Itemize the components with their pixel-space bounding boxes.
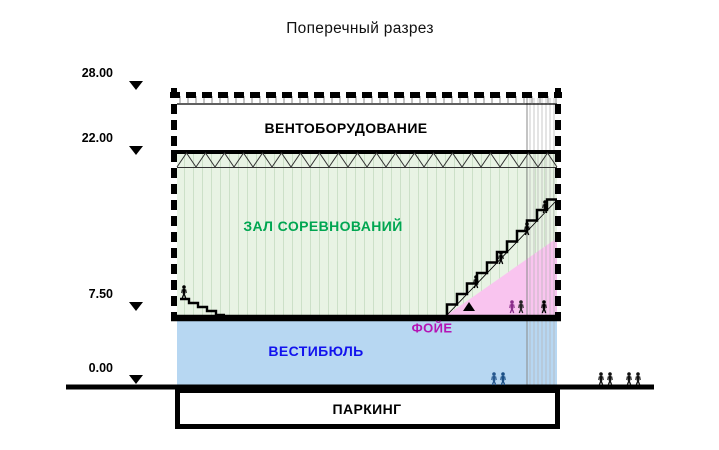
person-icon bbox=[634, 370, 642, 387]
person-icon bbox=[597, 370, 605, 387]
foyer-zone bbox=[447, 238, 557, 315]
elevation-marker-0-icon bbox=[129, 375, 143, 384]
elevation-label-22: 22.00 bbox=[81, 131, 113, 145]
person-icon bbox=[606, 370, 614, 387]
building-dashed-outline bbox=[170, 88, 562, 316]
elevation-marker-28-icon bbox=[129, 81, 143, 90]
stair-shaft-hatch bbox=[526, 98, 555, 385]
elevation-marker-7-50-icon bbox=[129, 302, 143, 311]
parking-box bbox=[175, 388, 560, 429]
elevation-marker-22-icon bbox=[129, 146, 143, 155]
elevation-label-7-50: 7.50 bbox=[88, 287, 113, 301]
hall-zone-label: ЗАЛ СОРЕВНОВАНИЙ bbox=[243, 218, 403, 234]
left-steps bbox=[180, 297, 225, 317]
foyer-triangle-marker bbox=[463, 302, 475, 311]
vestibule-zone-label: ВЕСТИБЮЛЬ bbox=[268, 343, 364, 359]
elevation-label-28: 28.00 bbox=[81, 66, 113, 80]
parking-zone-label: ПАРКИНГ bbox=[332, 401, 402, 417]
elevation-markers bbox=[129, 81, 143, 384]
right-stair-steps bbox=[445, 198, 557, 315]
elevation-label-0: 0.00 bbox=[88, 361, 113, 375]
roof-ticks bbox=[177, 96, 557, 103]
foyer-zone-label: ФОЙЕ bbox=[411, 320, 453, 336]
person-icon bbox=[625, 370, 633, 387]
vestibule-zone bbox=[177, 321, 557, 386]
vent-zone-label: ВЕНТОБОРУДОВАНИЕ bbox=[264, 120, 428, 136]
drawing-title: Поперечный разрез bbox=[286, 20, 434, 37]
vent-zone bbox=[177, 104, 557, 152]
